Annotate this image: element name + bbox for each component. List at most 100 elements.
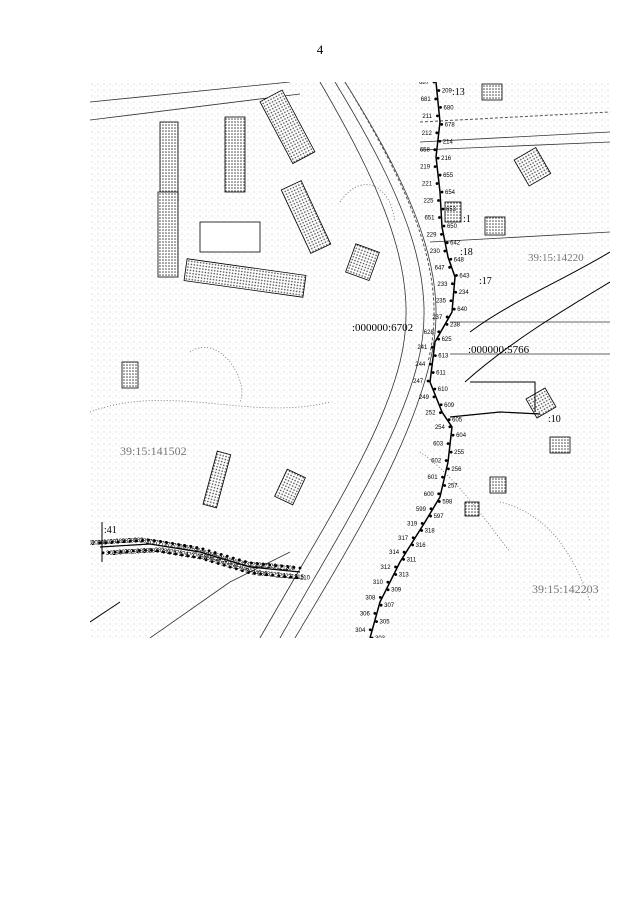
survey-point-label: 273 [164,543,175,549]
survey-point-marker [131,549,135,553]
survey-point-label: 267 [182,546,193,552]
survey-point-label: 284 [148,548,159,554]
survey-point-marker [113,550,117,554]
survey-point-marker [455,273,458,277]
survey-point-marker [452,307,456,311]
survey-point-label: 275 [158,542,169,548]
survey-point-label: 234 [459,290,470,296]
survey-point-marker [386,580,390,584]
survey-point-label: 250 [233,565,244,571]
survey-point-marker [171,542,175,546]
survey-point-label: 658 [420,148,431,154]
survey-point-label: 296 [112,550,123,556]
survey-point-label: 276 [173,551,184,557]
survey-point-marker [125,549,129,553]
survey-point-label: 292 [124,550,135,556]
survey-point-label: 312 [381,565,392,571]
survey-point-label: 217 [273,565,284,571]
boundaries [90,381,536,623]
survey-point-label: 221 [422,182,433,188]
survey-point-marker [122,540,126,543]
survey-point-marker [394,573,398,576]
survey-point-marker [447,467,450,471]
survey-point-marker [144,548,147,552]
route-line-east [449,411,541,418]
survey-point-marker [150,548,153,552]
survey-point-label: 680 [444,105,455,111]
survey-point-label: 313 [399,573,410,579]
survey-point-marker [189,545,193,548]
survey-point-label: 271 [170,544,181,550]
survey-point-label: 211 [422,114,432,120]
survey-point-marker [443,249,447,253]
survey-point-marker [431,371,435,374]
survey-point-label: 214 [443,139,454,145]
building [259,89,316,165]
survey-point-label: 597 [434,514,445,520]
survey-point-marker [440,190,444,194]
survey-point-label: 255 [454,450,465,456]
parcel-label: :17 [479,276,492,287]
route [99,82,541,638]
survey-point-marker [234,567,238,571]
building [345,243,380,282]
survey-point-label: 268 [197,555,208,561]
survey-point-label: 247 [413,379,424,385]
survey-point-marker [449,299,453,303]
building [280,180,332,254]
survey-point-label: 602 [431,459,442,465]
survey-point-label: 281 [140,539,151,545]
survey-point-label: 279 [146,540,157,546]
survey-point-marker [186,554,190,558]
river-bank [464,281,610,383]
survey-point-label: 264 [209,558,220,564]
survey-point-label: 246 [239,567,250,573]
survey-point-marker [134,539,138,543]
building [444,201,462,223]
survey-point-label: 270 [191,554,202,560]
survey-point-marker [101,551,105,555]
survey-point-marker [201,547,205,551]
survey-point-label: 648 [454,257,465,263]
building [224,116,246,193]
survey-point-marker [104,541,108,545]
survey-point-label: 300 [91,541,102,547]
survey-point-label: 308 [365,595,376,601]
survey-point-label: 306 [360,611,371,617]
survey-point-label: 625 [442,337,453,343]
survey-point-marker [437,492,441,496]
survey-point-marker [180,553,184,557]
survey-point-label: 302 [90,541,96,547]
survey-point-label: 280 [161,549,172,555]
survey-point-marker [448,265,452,269]
building [183,258,307,298]
survey-point-marker [444,459,448,462]
survey-point-marker [295,576,299,580]
building [481,83,503,101]
survey-point-label: 290 [130,549,141,555]
survey-point-marker [420,529,424,532]
survey-point-label: 230 [430,249,441,255]
survey-point-label: 295 [97,540,108,546]
zone-label: :000000:6702 [352,322,413,334]
survey-point-marker [433,165,437,169]
cadastral-label: 39:15:142203 [532,582,599,596]
survey-point-marker [116,540,120,544]
survey-point-marker [426,379,430,383]
survey-point-marker [437,89,441,92]
survey-point-label: 643 [459,273,470,279]
survey-point-label: 226 [255,563,266,569]
cadastral-label: 39:15:141502 [120,444,187,458]
parcel-label: :18 [460,247,473,258]
survey-point-label: 213 [279,565,290,571]
parcel-label: :13 [452,87,465,98]
survey-point-label: 307 [384,603,395,609]
survey-point-marker [428,362,432,366]
survey-point-marker [153,539,156,543]
survey-point-marker [119,550,123,554]
building [513,146,552,187]
survey-point-label: 212 [422,131,433,137]
survey-point-label: 224 [276,573,287,579]
survey-point-marker [141,539,144,542]
survey-point-label: 249 [419,395,430,401]
